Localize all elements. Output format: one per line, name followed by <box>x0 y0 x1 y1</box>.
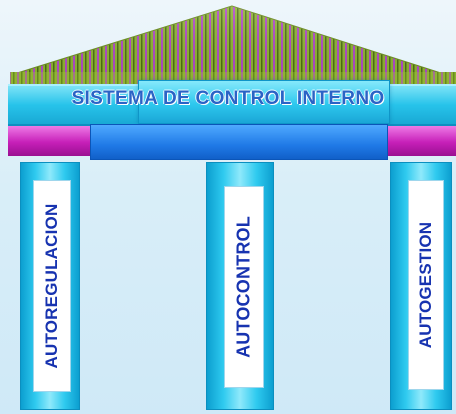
pillar-label-panel: AUTOREGULACION <box>33 180 71 392</box>
pillar-label-panel: AUTOGESTION <box>408 180 444 390</box>
beam-left-magenta <box>8 126 98 156</box>
pillar-label-panel: AUTOCONTROL <box>224 186 264 388</box>
pillar-label: AUTOREGULACION <box>42 203 61 369</box>
pillar-label: AUTOGESTION <box>416 221 435 349</box>
beam-right-magenta <box>378 126 456 156</box>
diagram-title: SISTEMA DE CONTROL INTERNO <box>71 88 385 109</box>
roof-pediment <box>10 5 456 84</box>
title-panel <box>138 80 390 124</box>
beam-center-blue <box>90 124 388 160</box>
pillar-label: AUTOCONTROL <box>233 216 254 358</box>
